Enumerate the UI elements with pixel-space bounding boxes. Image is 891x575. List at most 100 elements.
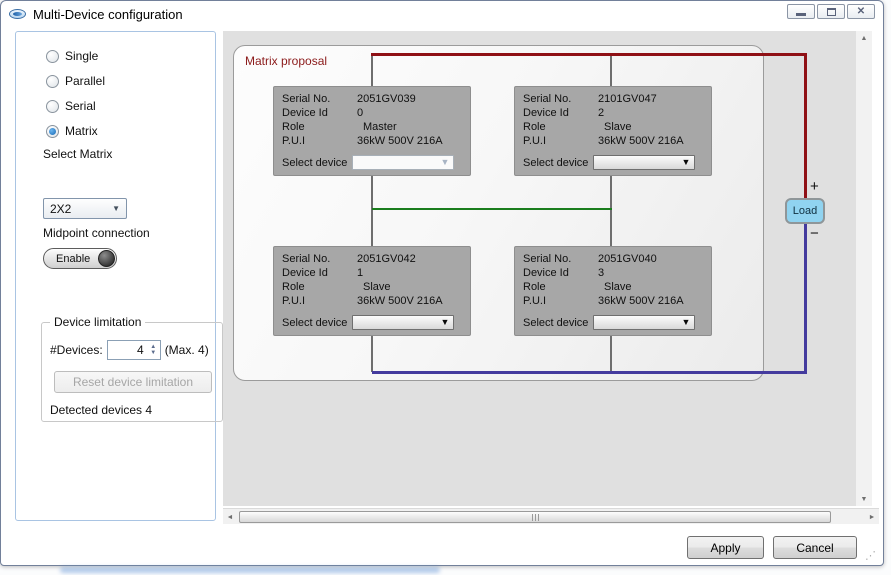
stepper-arrows[interactable]: ▲ ▼ — [147, 341, 160, 359]
device-id-label: Device Id — [523, 107, 569, 119]
close-button[interactable]: ✕ — [847, 4, 875, 19]
pui-label: P.U.I — [282, 295, 306, 307]
serial-value: 2101GV047 — [598, 93, 657, 105]
serial-label: Serial No. — [523, 93, 572, 105]
radio-serial-label: Serial — [65, 99, 96, 113]
select-device-dropdown-3[interactable]: ▼ — [593, 315, 696, 330]
select-device-label: Select device — [523, 316, 589, 329]
role-label: Role — [523, 121, 546, 133]
serial-label: Serial No. — [523, 253, 572, 265]
desktop-background — [60, 567, 440, 573]
pui-value: 36kW 500V 216A — [598, 295, 684, 307]
reset-device-limitation-button: Reset device limitation — [54, 371, 212, 393]
devices-stepper[interactable]: 4 ▲ ▼ — [106, 340, 161, 360]
select-device-dropdown-2[interactable]: ▼ — [352, 315, 455, 330]
device-limitation-legend: Device limitation — [50, 315, 146, 329]
toggle-label: Enable — [56, 253, 91, 265]
matrix-size-value: 2X2 — [50, 201, 72, 216]
cancel-button[interactable]: Cancel — [773, 536, 857, 559]
radio-parallel[interactable]: Parallel — [46, 74, 105, 88]
role-value: Master — [363, 121, 397, 133]
select-device-label: Select device — [523, 156, 589, 169]
devices-value: 4 — [137, 343, 144, 357]
negative-wire-bottom — [372, 371, 807, 374]
midpoint-enable-toggle[interactable]: Enable — [43, 248, 117, 269]
pui-value: 36kW 500V 216A — [357, 295, 443, 307]
minimize-icon — [796, 12, 806, 16]
radio-serial-icon — [46, 99, 59, 113]
device-id-value: 0 — [357, 107, 364, 119]
select-device-dropdown-1[interactable]: ▼ — [593, 155, 696, 170]
grip-icon — [535, 514, 536, 521]
radio-matrix-icon — [46, 124, 59, 138]
load-node[interactable]: Load — [785, 198, 825, 224]
toggle-knob-icon — [98, 250, 115, 267]
detected-devices-text: Detected devices 4 — [50, 403, 153, 417]
chevron-down-icon: ▼ — [681, 157, 691, 167]
chevron-down-icon: ▼ — [440, 317, 450, 327]
select-device-label: Select device — [282, 156, 348, 169]
max-devices-label: (Max. 4) — [164, 343, 209, 357]
devices-row: #Devices: 4 ▲ ▼ (Max. 4) — [50, 340, 209, 360]
radio-parallel-icon — [46, 74, 59, 88]
chevron-down-icon: ▼ — [112, 204, 120, 213]
device-id-label: Device Id — [282, 107, 328, 119]
serial-value: 2051GV039 — [357, 93, 416, 105]
stepper-down-icon[interactable]: ▼ — [150, 350, 157, 356]
window-controls: ✕ — [787, 4, 875, 19]
radio-matrix-label: Matrix — [65, 124, 98, 138]
apply-button[interactable]: Apply — [687, 536, 764, 559]
scroll-up-icon[interactable]: ▲ — [860, 34, 868, 42]
serial-value: 2051GV040 — [598, 253, 657, 265]
close-icon: ✕ — [856, 5, 866, 17]
device-id-value: 3 — [598, 267, 605, 279]
vertical-scrollbar[interactable]: ▲ ▼ — [856, 31, 872, 506]
role-label: Role — [282, 121, 305, 133]
serial-label: Serial No. — [282, 253, 331, 265]
scroll-right-icon[interactable]: ► — [868, 513, 876, 521]
serial-label: Serial No. — [282, 93, 331, 105]
midpoint-label: Midpoint connection — [43, 226, 150, 240]
select-matrix-label: Select Matrix — [43, 147, 113, 161]
device-limitation-group: Device limitation #Devices: 4 ▲ ▼ (Max. … — [41, 315, 223, 422]
resize-grip-icon[interactable]: ⋰ — [865, 550, 877, 562]
minimize-button[interactable] — [787, 4, 815, 19]
midpoint-wire — [372, 208, 612, 210]
radio-matrix[interactable]: Matrix — [46, 124, 98, 138]
role-label: Role — [523, 281, 546, 293]
scroll-down-icon[interactable]: ▼ — [860, 495, 868, 503]
app-window: Multi-Device configuration ✕ Single Para… — [0, 0, 884, 566]
role-value: Slave — [604, 281, 632, 293]
pui-value: 36kW 500V 216A — [598, 135, 684, 147]
horizontal-scroll-thumb[interactable] — [239, 511, 831, 523]
horizontal-scrollbar[interactable]: ◄ ► — [223, 508, 879, 524]
minus-terminal-label: − — [810, 225, 819, 242]
bus-wire-left — [371, 54, 373, 372]
radio-serial[interactable]: Serial — [46, 99, 96, 113]
radio-single-label: Single — [65, 49, 99, 63]
scroll-left-icon[interactable]: ◄ — [226, 513, 234, 521]
positive-wire-right — [804, 53, 807, 199]
radio-parallel-label: Parallel — [65, 74, 106, 88]
plus-terminal-label: + — [810, 178, 819, 195]
pui-label: P.U.I — [523, 135, 547, 147]
role-label: Role — [282, 281, 305, 293]
matrix-size-dropdown[interactable]: 2X2 ▼ — [43, 198, 127, 219]
select-device-dropdown-0: ▼ — [352, 155, 455, 170]
pui-label: P.U.I — [523, 295, 547, 307]
device-id-value: 2 — [598, 107, 605, 119]
role-value: Slave — [363, 281, 391, 293]
stepper-up-icon[interactable]: ▲ — [150, 344, 157, 350]
radio-single[interactable]: Single — [46, 49, 98, 63]
negative-wire-right — [804, 224, 807, 374]
chevron-down-icon: ▼ — [681, 317, 691, 327]
app-logo-icon — [9, 9, 26, 19]
device-id-label: Device Id — [282, 267, 328, 279]
maximize-button[interactable] — [817, 4, 845, 19]
positive-wire-top — [371, 53, 807, 56]
configuration-panel: Single Parallel Serial Matrix — [15, 31, 216, 521]
title-bar: Multi-Device configuration — [1, 1, 883, 27]
